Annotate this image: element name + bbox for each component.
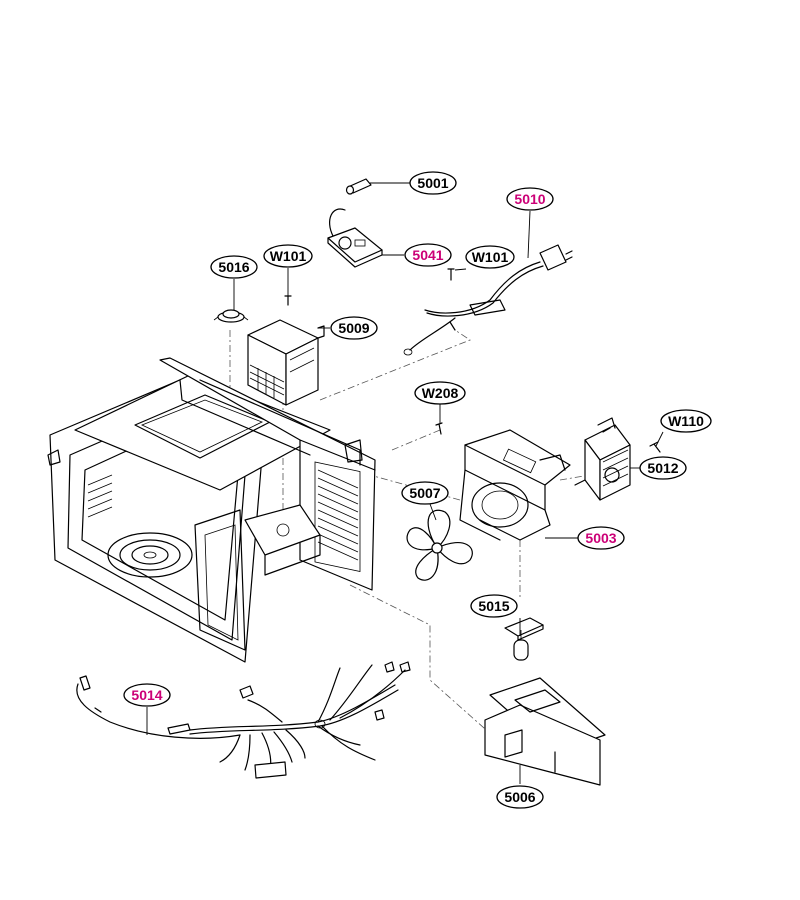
callout-5014-text: 5014 — [131, 687, 162, 703]
noise-filter-board — [327, 208, 383, 268]
callout-5007-text: 5007 — [409, 485, 440, 501]
screw-icon — [435, 422, 443, 435]
fan-motor — [574, 417, 631, 501]
air-duct — [484, 677, 606, 786]
callout-w110-text: W110 — [668, 413, 704, 429]
callout-5009: 5009 — [330, 316, 378, 340]
callout-5016: 5016 — [210, 255, 258, 279]
callout-5001: 5001 — [409, 171, 457, 195]
callout-w208: W208 — [414, 381, 466, 405]
thermostat-part — [213, 309, 249, 323]
fuse-part — [345, 178, 372, 195]
callout-5010: 5010 — [506, 187, 554, 211]
callout-5015-text: 5015 — [478, 598, 509, 614]
callout-5009-text: 5009 — [338, 320, 369, 336]
callout-5016-text: 5016 — [218, 259, 249, 275]
vent-grid — [87, 469, 359, 561]
callout-w101-left: W101 — [263, 244, 313, 268]
callout-5041: 5041 — [404, 243, 452, 267]
callout-w101-right: W101 — [465, 245, 515, 269]
callout-5012-text: 5012 — [647, 460, 678, 476]
power-cord — [403, 244, 573, 356]
fan-motor-bracket — [459, 429, 571, 541]
fan-blade — [406, 509, 473, 581]
leader-lines — [146, 182, 664, 784]
callout-5012: 5012 — [639, 456, 687, 480]
microwave-cavity-chassis — [47, 357, 376, 663]
screw-icon — [284, 295, 292, 306]
callout-5003: 5003 — [577, 526, 625, 550]
callout-5041-text: 5041 — [412, 247, 443, 263]
callout-5007: 5007 — [401, 481, 449, 505]
callout-5001-text: 5001 — [417, 175, 448, 191]
callout-5006-text: 5006 — [504, 789, 535, 805]
wire-harness — [76, 661, 411, 779]
callout-w208-text: W208 — [422, 385, 459, 401]
callout-5015: 5015 — [470, 594, 518, 618]
callout-5010-text: 5010 — [514, 191, 545, 207]
callout-5014: 5014 — [123, 683, 171, 707]
callout-5003-text: 5003 — [585, 530, 616, 546]
callout-5006: 5006 — [496, 785, 544, 809]
callout-w110: W110 — [660, 409, 712, 433]
high-voltage-transformer — [247, 319, 325, 406]
lamp-part — [504, 617, 544, 661]
callout-w101-left-text: W101 — [270, 248, 307, 264]
callout-w101-right-text: W101 — [472, 249, 509, 265]
callout-labels: 5001 5010 5041 5016 W101 W101 5009 W208 — [123, 171, 712, 809]
screw-icon — [649, 441, 661, 453]
screw-icon — [447, 268, 455, 281]
